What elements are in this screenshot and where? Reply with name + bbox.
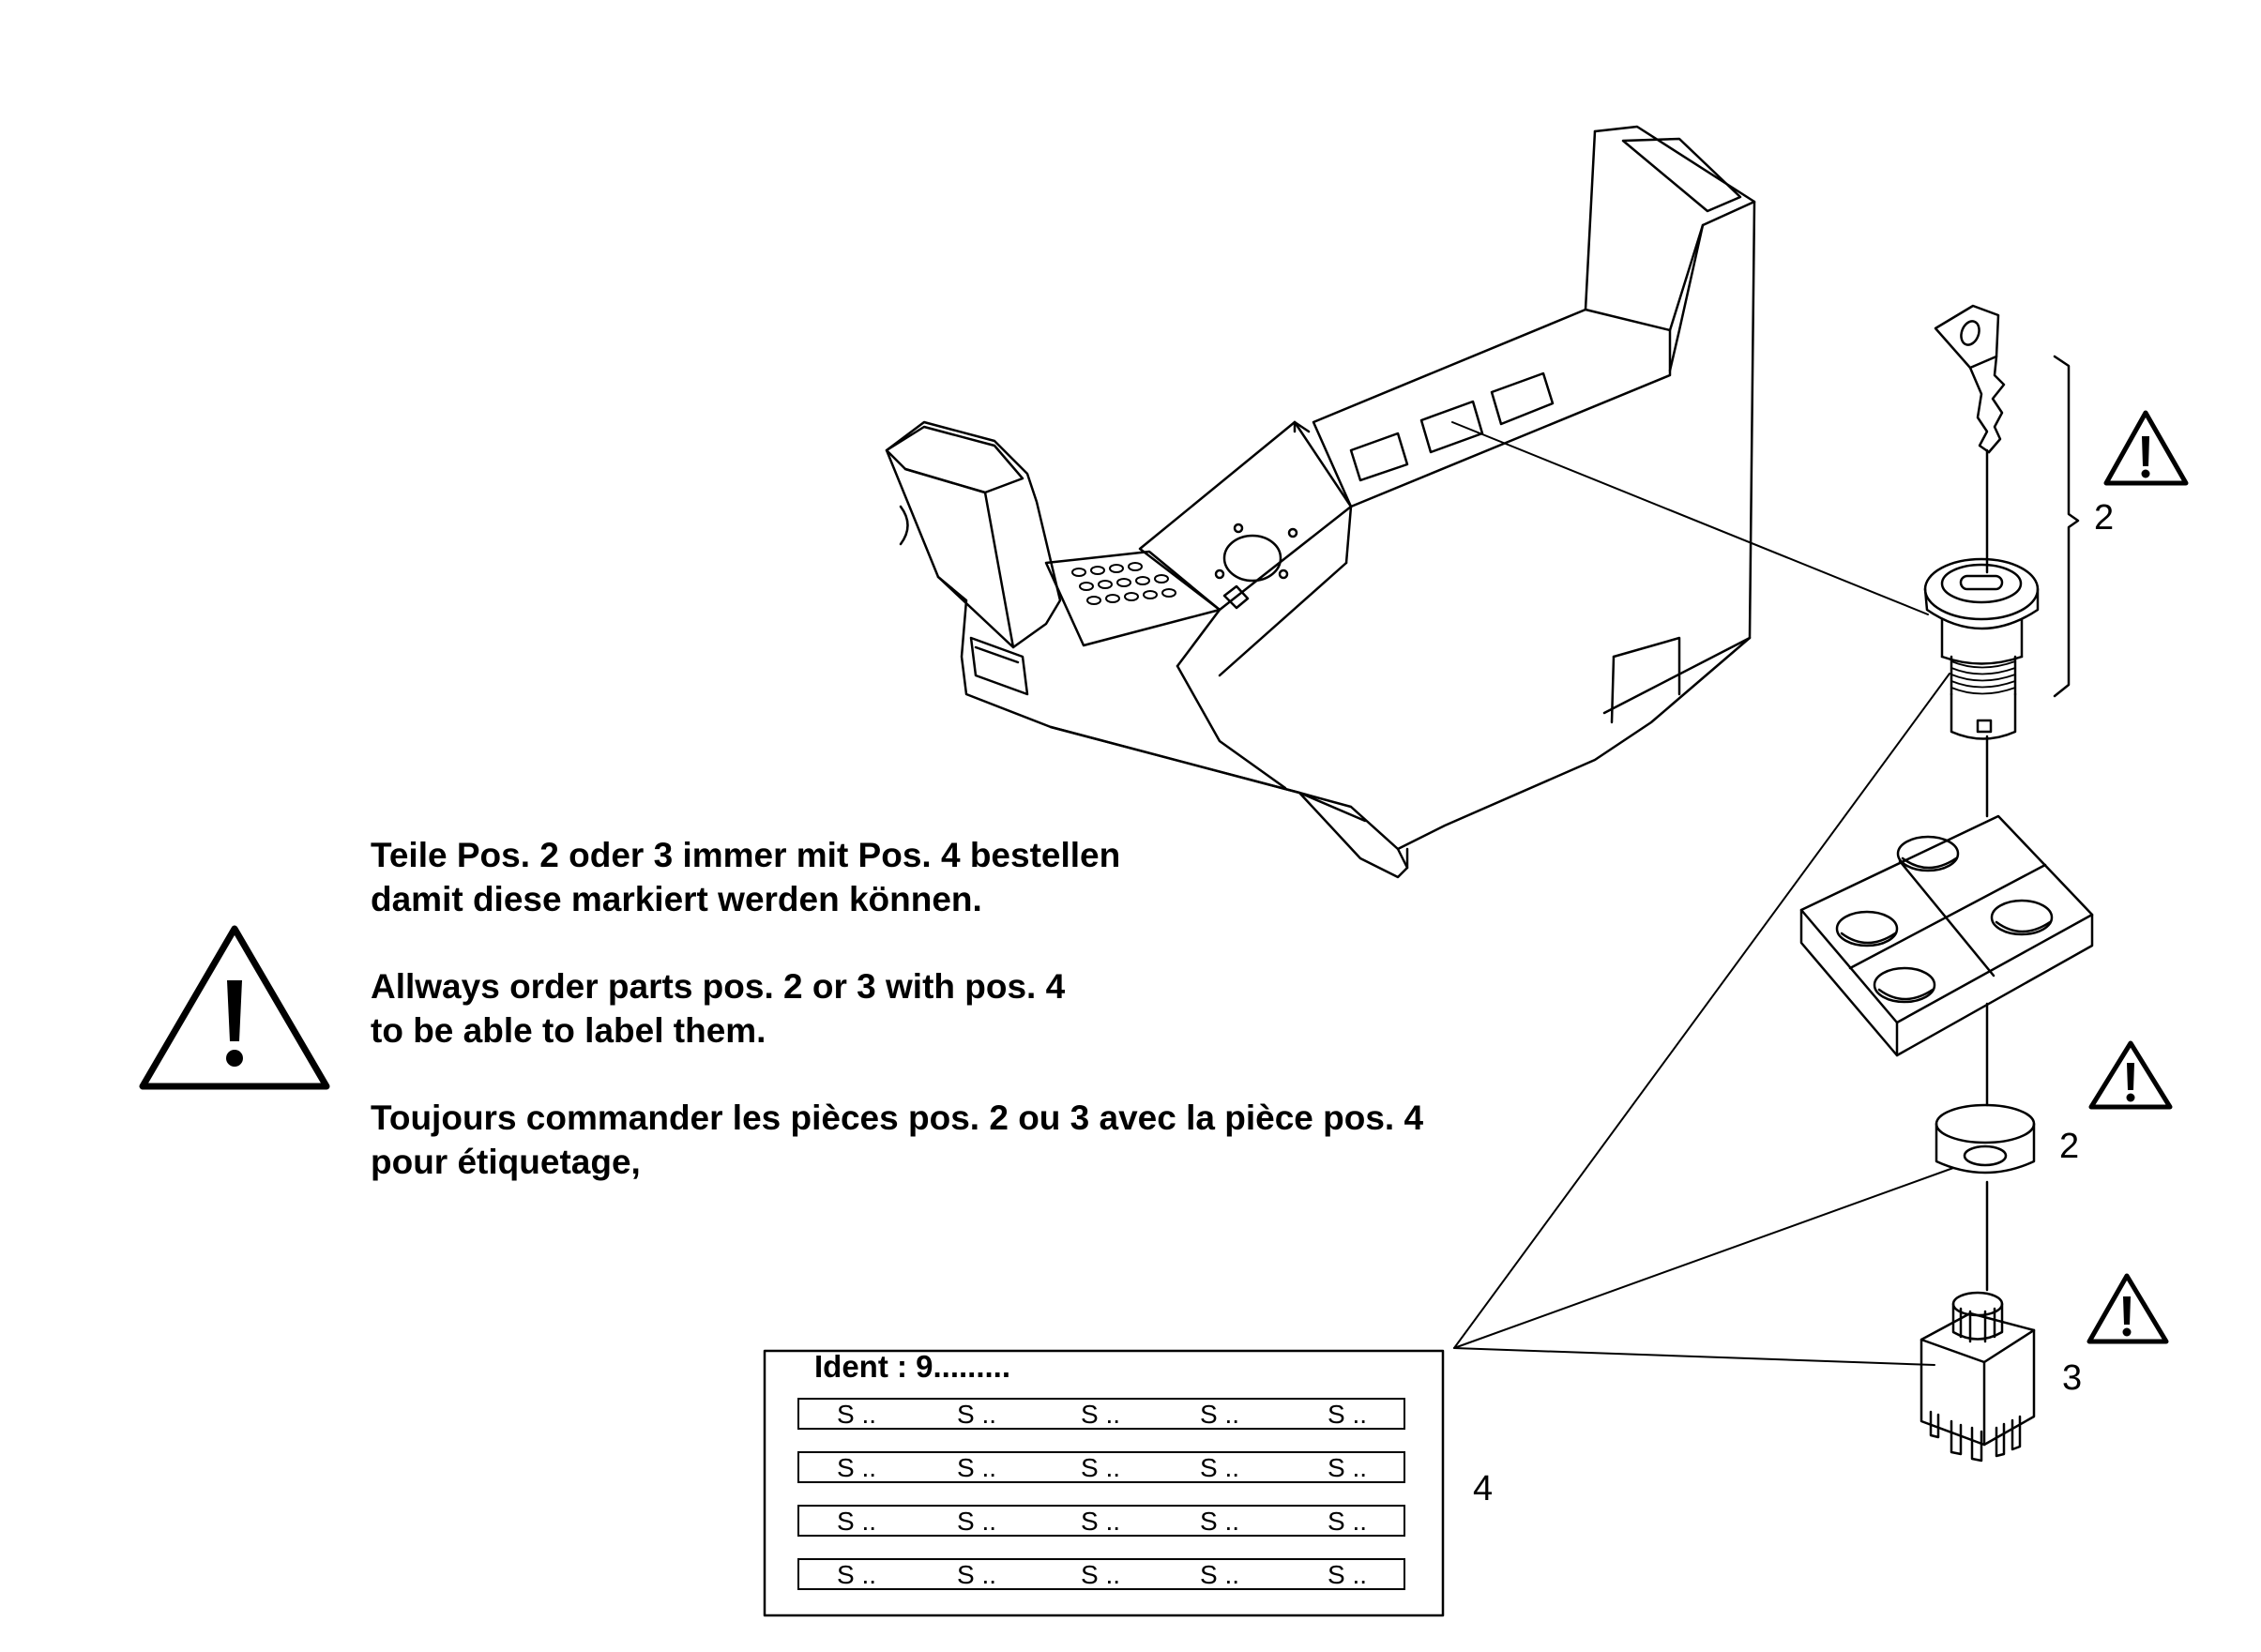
label-cell: S .. bbox=[1081, 1400, 1121, 1429]
label-sheet-frame bbox=[763, 1349, 1445, 1617]
key-icon bbox=[1934, 304, 2006, 454]
console-drawing bbox=[885, 125, 1756, 879]
key-lock-drawing bbox=[1923, 557, 2040, 740]
label-cell: S .. bbox=[1328, 1560, 1368, 1589]
label-cell: S .. bbox=[1328, 1507, 1368, 1536]
label-cell: S .. bbox=[1328, 1453, 1368, 1482]
exploded-parts bbox=[1451, 304, 2094, 1463]
note-english: Allways order parts pos. 2 or 3 with pos… bbox=[371, 964, 1065, 1053]
label-row: S .. S .. S .. S .. S .. bbox=[797, 1451, 1405, 1483]
label-sheet-title: Ident : 9......... bbox=[814, 1349, 1011, 1384]
warning-triangle-icon bbox=[139, 925, 330, 1090]
note-line: pour étiquetage, bbox=[371, 1143, 641, 1181]
warning-triangle-icon bbox=[2086, 1273, 2169, 1344]
label-cell: S .. bbox=[957, 1560, 997, 1589]
label-cell: S .. bbox=[837, 1453, 877, 1482]
warning-triangle-icon bbox=[2103, 410, 2189, 486]
switch-drawing bbox=[1920, 1291, 2036, 1463]
warning-triangle-icon bbox=[2088, 1040, 2173, 1110]
label-cell: S .. bbox=[957, 1453, 997, 1482]
label-cell: S .. bbox=[837, 1560, 877, 1589]
label-cell: S .. bbox=[1081, 1560, 1121, 1589]
callout-switch: 3 bbox=[2062, 1358, 2083, 1398]
mounting-plate-drawing bbox=[1799, 814, 2094, 1057]
note-german: Teile Pos. 2 oder 3 immer mit Pos. 4 bes… bbox=[371, 833, 1120, 921]
cap-drawing bbox=[1935, 1103, 2036, 1175]
note-line: damit diese markiert werden können. bbox=[371, 880, 982, 918]
label-cell: S .. bbox=[957, 1507, 997, 1536]
note-french: Toujours commander les pièces pos. 2 ou … bbox=[371, 1096, 1423, 1184]
callout-key-lock: 2 bbox=[2094, 498, 2115, 538]
label-cell: S .. bbox=[1200, 1507, 1240, 1536]
label-cell: S .. bbox=[837, 1507, 877, 1536]
label-cell: S .. bbox=[957, 1400, 997, 1429]
label-cell: S .. bbox=[1081, 1507, 1121, 1536]
note-line: Allways order parts pos. 2 or 3 with pos… bbox=[371, 967, 1066, 1006]
label-row: S .. S .. S .. S .. S .. bbox=[797, 1505, 1405, 1537]
callout-label-sheet: 4 bbox=[1473, 1469, 1494, 1508]
label-cell: S .. bbox=[1200, 1400, 1240, 1429]
label-cell: S .. bbox=[1328, 1400, 1368, 1429]
label-cell: S .. bbox=[1081, 1453, 1121, 1482]
label-cell: S .. bbox=[1200, 1560, 1240, 1589]
label-cell: S .. bbox=[1200, 1453, 1240, 1482]
note-line: Toujours commander les pièces pos. 2 ou … bbox=[371, 1099, 1424, 1137]
label-row: S .. S .. S .. S .. S .. bbox=[797, 1398, 1405, 1430]
label-row: S .. S .. S .. S .. S .. bbox=[797, 1558, 1405, 1590]
label-cell: S .. bbox=[837, 1400, 877, 1429]
callout-cap: 2 bbox=[2059, 1127, 2080, 1166]
note-line: to be able to label them. bbox=[371, 1011, 766, 1050]
note-line: Teile Pos. 2 oder 3 immer mit Pos. 4 bes… bbox=[371, 836, 1121, 874]
